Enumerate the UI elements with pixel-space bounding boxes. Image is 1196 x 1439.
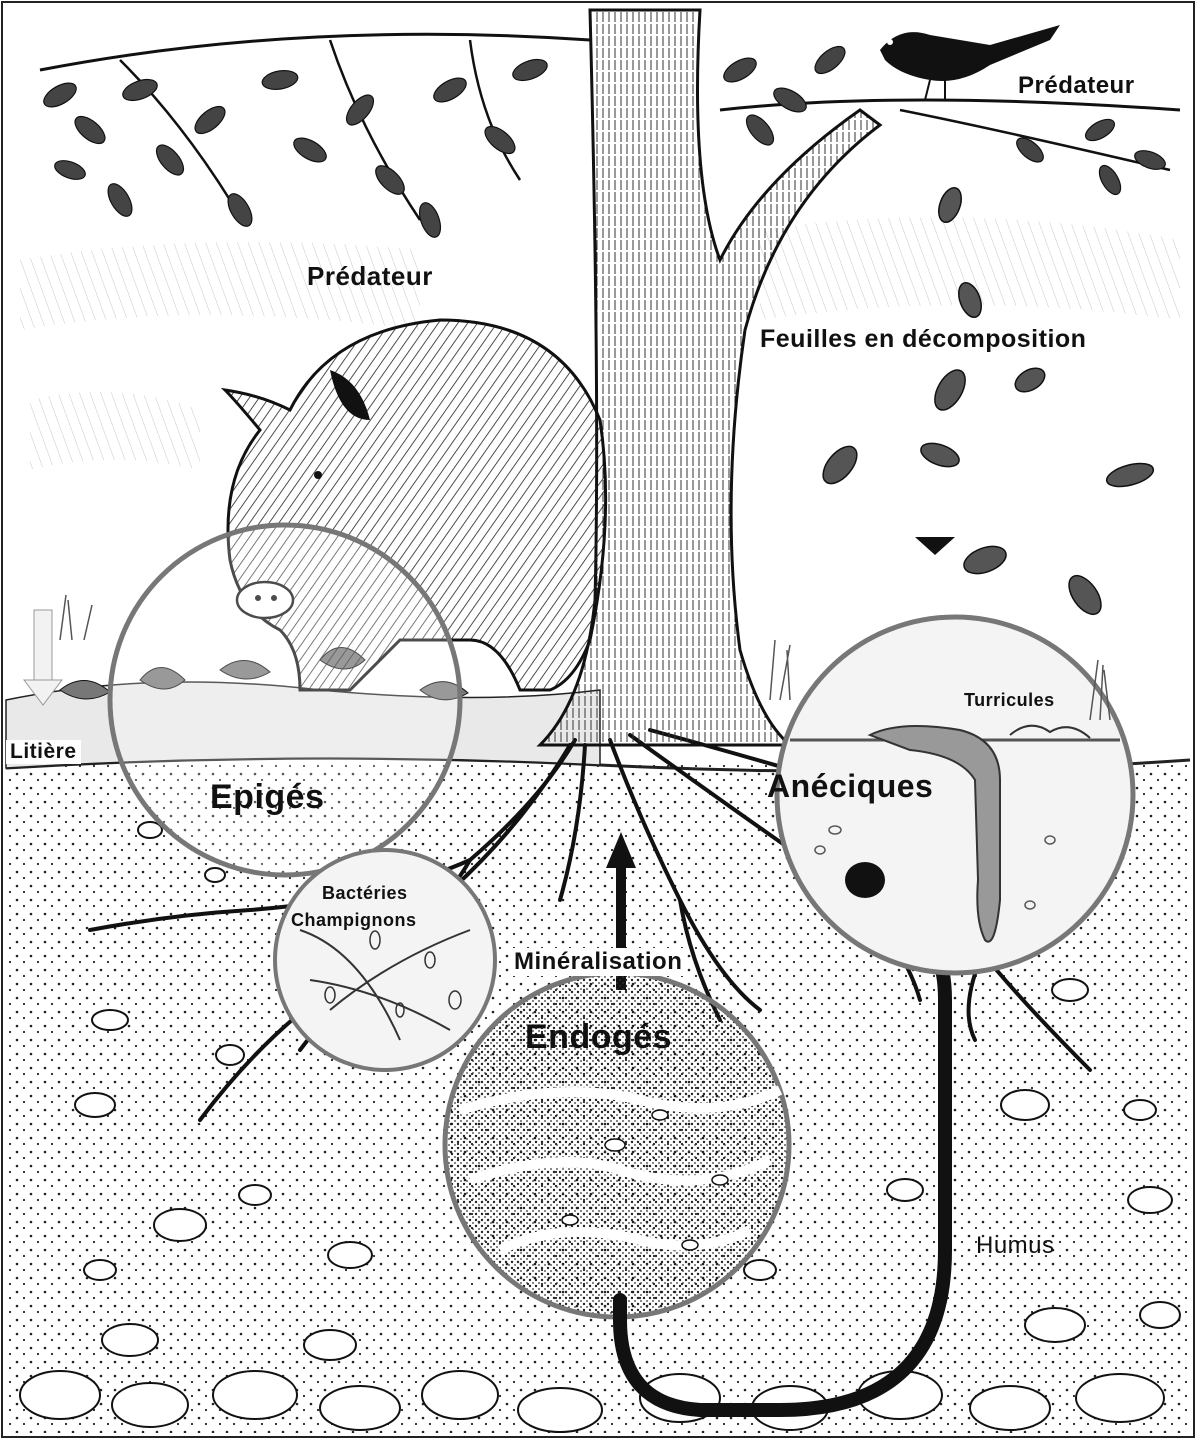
label-litter: Litière <box>6 740 81 764</box>
label-predator-bird: Prédateur <box>1018 72 1135 100</box>
label-humus: Humus <box>976 1232 1055 1260</box>
label-casts: Turricules <box>964 690 1055 711</box>
epigeic-lens <box>110 525 460 875</box>
label-anecic: Anéciques <box>767 768 933 805</box>
label-bacteria: Bactéries <box>322 883 408 904</box>
label-endogeic: Endogés <box>525 1018 672 1057</box>
label-epigeic: Epigés <box>210 778 324 817</box>
label-predator-boar: Prédateur <box>307 261 433 292</box>
label-mineralization: Minéralisation <box>510 948 686 976</box>
label-fungi: Champignons <box>291 910 417 931</box>
label-decomposing-leaves: Feuilles en décomposition <box>760 325 1086 354</box>
